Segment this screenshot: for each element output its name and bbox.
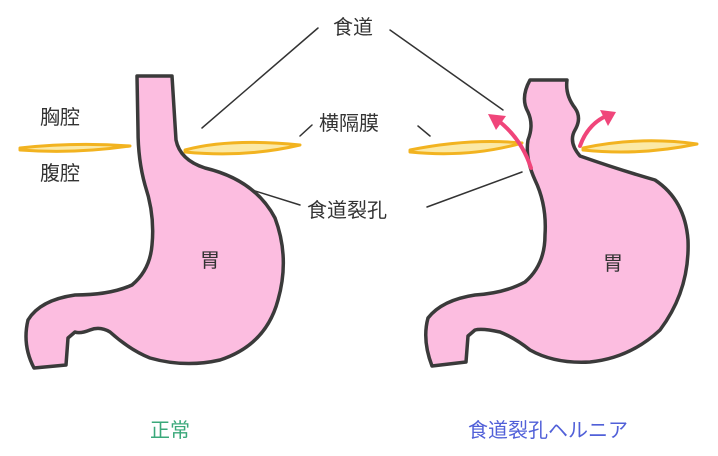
stomach-hernia — [424, 78, 690, 368]
leader-diaphragm-right — [417, 125, 431, 137]
stomach-normal — [24, 74, 286, 370]
diaphragm-right-segment-1 — [408, 140, 524, 156]
leader-esophagus-right — [389, 29, 504, 111]
label-hiatus: 食道裂孔 — [307, 198, 387, 222]
label-abdominal-cavity: 腹腔 — [40, 161, 80, 185]
hernia-arrowhead-left — [488, 114, 506, 130]
label-thoracic-cavity: 胸腔 — [40, 105, 80, 129]
leader-diaphragm-left — [299, 124, 313, 137]
label-esophagus: 食道 — [333, 15, 373, 39]
hernia-arrow-right — [578, 115, 606, 148]
caption-hernia: 食道裂孔ヘルニア — [468, 418, 628, 442]
hernia-arrow-left — [498, 120, 533, 170]
hernia-arrowhead-right — [600, 110, 616, 126]
label-stomach-hernia: 胃 — [603, 251, 623, 275]
label-stomach-normal: 胃 — [200, 248, 220, 272]
leader-esophagus-left — [201, 27, 319, 129]
caption-normal: 正常 — [150, 418, 190, 442]
diaphragm-left-segment-2 — [183, 140, 302, 156]
diaphragm-left-segment — [18, 142, 132, 153]
leader-hiatus-right — [426, 171, 523, 208]
label-diaphragm: 横隔膜 — [319, 111, 379, 135]
diaphragm-right-segment-2 — [581, 139, 699, 154]
